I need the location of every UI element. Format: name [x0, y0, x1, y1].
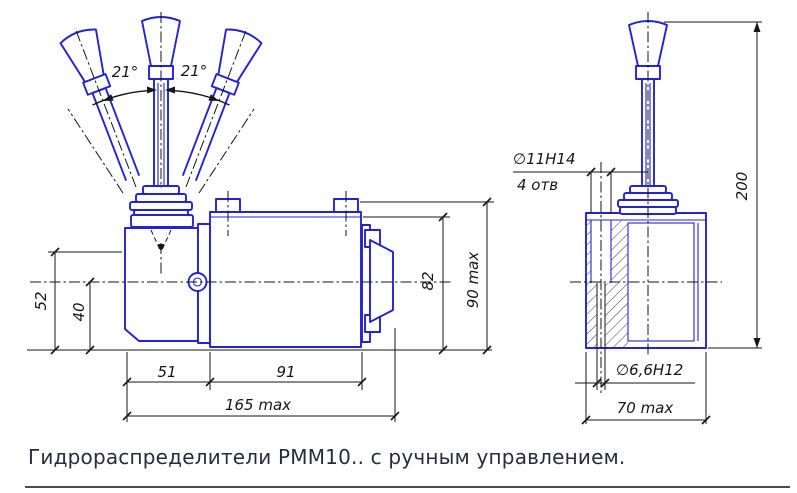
- bellows-ridge: [142, 185, 180, 195]
- mount-hole-dia-label: ∅11Н14: [513, 150, 576, 168]
- dim-91-label: 91: [276, 363, 295, 381]
- end-cap-cone: [369, 239, 394, 323]
- angle-dimension: 21° 21°: [92, 62, 230, 106]
- dim-90max-label: 90 max: [464, 252, 482, 309]
- front-view: 21° 21° 52 40 51 91 165 max 82 90 max: [27, 12, 494, 422]
- figure-caption: Гидрораспределители РММ10.. с ручным упр…: [28, 445, 626, 469]
- technical-drawing: 21° 21° 52 40 51 91 165 max 82 90 max: [27, 12, 762, 425]
- dim-52-label: 52: [32, 291, 50, 310]
- dim-200-label: 200: [733, 172, 751, 201]
- centerlines: [30, 12, 452, 283]
- side-view: ∅11Н14 4 отв ∅6,6Н12 70 max 200: [513, 12, 762, 425]
- side-dimensions: ∅11Н14 4 отв ∅6,6Н12 70 max 200: [513, 21, 762, 425]
- small-hole-dia-label: ∅6,6Н12: [616, 361, 683, 379]
- front-dimensions: 52 40 51 91 165 max 82 90 max: [27, 197, 494, 422]
- dim-165max-label: 165 max: [225, 396, 291, 414]
- bellows-ridge: [129, 201, 193, 211]
- divider-rule: [25, 486, 790, 488]
- valve-body: [209, 211, 362, 348]
- mount-hole-count-label: 4 отв: [517, 176, 558, 194]
- lever-base-block: [124, 227, 199, 342]
- side-centerlines: [570, 12, 722, 396]
- angle-left-label: 21°: [112, 63, 139, 81]
- dim-70max-label: 70 max: [617, 399, 674, 417]
- bellows-flange: [130, 214, 194, 228]
- side-lever-rod-lines: [645, 83, 651, 186]
- side-body: [585, 212, 707, 349]
- lever-rod-lines: [157, 83, 165, 186]
- section-hatching: [586, 220, 628, 348]
- dim-51-label: 51: [157, 363, 176, 381]
- dim-40-label: 40: [70, 302, 88, 321]
- dim-82-label: 82: [419, 271, 437, 290]
- bellows-ridge: [135, 193, 187, 203]
- angle-right-label: 21°: [181, 62, 208, 80]
